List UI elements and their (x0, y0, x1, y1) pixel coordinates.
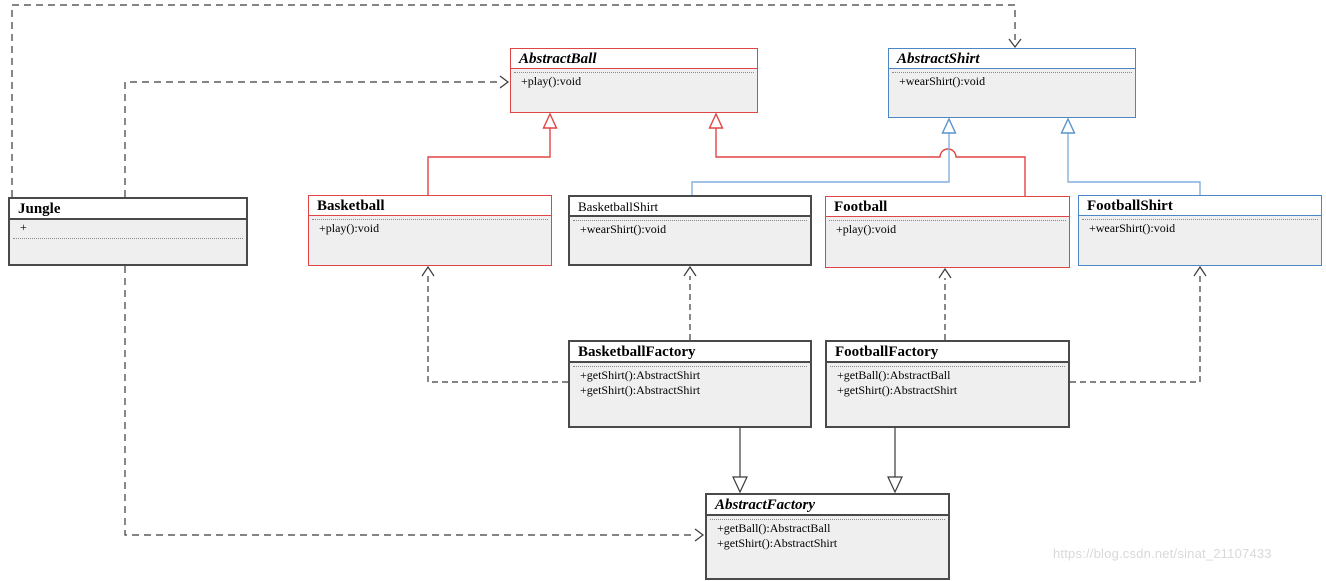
class-title: Jungle (10, 199, 246, 218)
class-basketballfactory: BasketballFactory +getShirt():AbstractSh… (568, 340, 812, 428)
class-footballfactory: FootballFactory +getBall():AbstractBall … (825, 340, 1070, 428)
arrowhead-up-footballshirt (1193, 265, 1207, 277)
arrowhead-up-basketball (421, 265, 435, 277)
class-title: FootballShirt (1079, 196, 1321, 215)
class-jungle: Jungle + (8, 197, 248, 266)
generalization-basketballshirt-abstractshirt (691, 132, 950, 195)
class-body: +wearShirt():void (889, 68, 1135, 117)
class-body: +play():void (309, 215, 551, 265)
class-football: Football +play():void (825, 196, 1070, 268)
dependency-basketballfactory-basketball (427, 276, 568, 383)
dependency-jungle-abstractfactory (124, 266, 696, 536)
attribute-method-separator (830, 366, 1065, 367)
method-line: +getShirt():AbstractShirt (837, 383, 958, 397)
class-body: +wearShirt():void (1079, 215, 1321, 265)
arrowhead-up-football (938, 267, 952, 279)
method-line: +getShirt():AbstractShirt (717, 536, 838, 550)
generalization-basketball-abstractball (427, 128, 551, 195)
class-body: +getShirt():AbstractShirt +getShirt():Ab… (570, 361, 810, 426)
method-line: +getShirt():AbstractShirt (580, 383, 701, 397)
arrowhead-right-abstractfactory (694, 528, 704, 542)
triangle-abstractshirt-left (941, 117, 957, 134)
class-title: BasketballFactory (570, 342, 810, 361)
class-basketballshirt: BasketballShirt +wearShirt():void (568, 195, 812, 266)
class-title: AbstractShirt (889, 49, 1135, 68)
class-body: +getBall():AbstractBall +getShirt():Abst… (707, 514, 948, 578)
class-title: BasketballShirt (570, 197, 810, 215)
attribute-method-separator (1082, 219, 1318, 220)
triangle-abstractball-left (542, 112, 558, 129)
attribute-method-separator (829, 220, 1066, 221)
dependency-jungle-abstractball (124, 81, 501, 197)
method-line: +getShirt():AbstractShirt (580, 368, 701, 382)
attribute-line: + (20, 220, 27, 234)
generalization-footballshirt-abstractshirt (1067, 132, 1201, 195)
arrowhead-up-basketballshirt (683, 265, 697, 277)
method-line: +play():void (521, 74, 582, 88)
method-line: +wearShirt():void (580, 222, 667, 236)
method-line: +getBall():AbstractBall (837, 368, 951, 382)
class-body: + (10, 218, 246, 264)
dependency-footballfactory-footballshirt (1070, 276, 1201, 383)
dependency-jungle-abstractshirt (11, 4, 1016, 197)
attribute-method-separator (892, 72, 1132, 73)
generalization-football-abstractball (715, 128, 1026, 196)
attribute-method-separator (710, 519, 945, 520)
method-line: +wearShirt():void (1089, 221, 1176, 235)
attribute-method-separator (514, 72, 754, 73)
class-abstractshirt: AbstractShirt +wearShirt():void (888, 48, 1136, 118)
class-title: FootballFactory (827, 342, 1068, 361)
class-body: +getBall():AbstractBall +getShirt():Abst… (827, 361, 1068, 426)
class-footballshirt: FootballShirt +wearShirt():void (1078, 195, 1322, 266)
arrowhead-down-abstractshirt (1008, 38, 1022, 48)
class-body: +wearShirt():void (570, 215, 810, 264)
method-line: +play():void (836, 222, 897, 236)
class-title: Football (826, 197, 1069, 216)
attribute-method-separator (573, 220, 807, 221)
class-title: AbstractBall (511, 49, 757, 68)
csdn-watermark: https://blog.csdn.net/sinat_21107433 (1053, 546, 1272, 561)
method-line: +wearShirt():void (899, 74, 986, 88)
triangle-abstractfactory-right (887, 476, 903, 494)
triangle-abstractshirt-right (1060, 117, 1076, 134)
class-body: +play():void (826, 216, 1069, 267)
triangle-abstractball-right (708, 112, 724, 129)
class-basketball: Basketball +play():void (308, 195, 552, 266)
class-abstractball: AbstractBall +play():void (510, 48, 758, 113)
arrowhead-right-abstractball (499, 75, 509, 89)
class-title: Basketball (309, 196, 551, 215)
class-abstractfactory: AbstractFactory +getBall():AbstractBall … (705, 493, 950, 580)
triangle-abstractfactory-left (732, 476, 748, 494)
class-title: AbstractFactory (707, 495, 948, 514)
attribute-method-separator (573, 366, 807, 367)
class-body: +play():void (511, 68, 757, 112)
method-line: +play():void (319, 221, 380, 235)
attribute-method-separator (312, 219, 548, 220)
method-line: +getBall():AbstractBall (717, 521, 831, 535)
attribute-method-separator (13, 238, 243, 239)
